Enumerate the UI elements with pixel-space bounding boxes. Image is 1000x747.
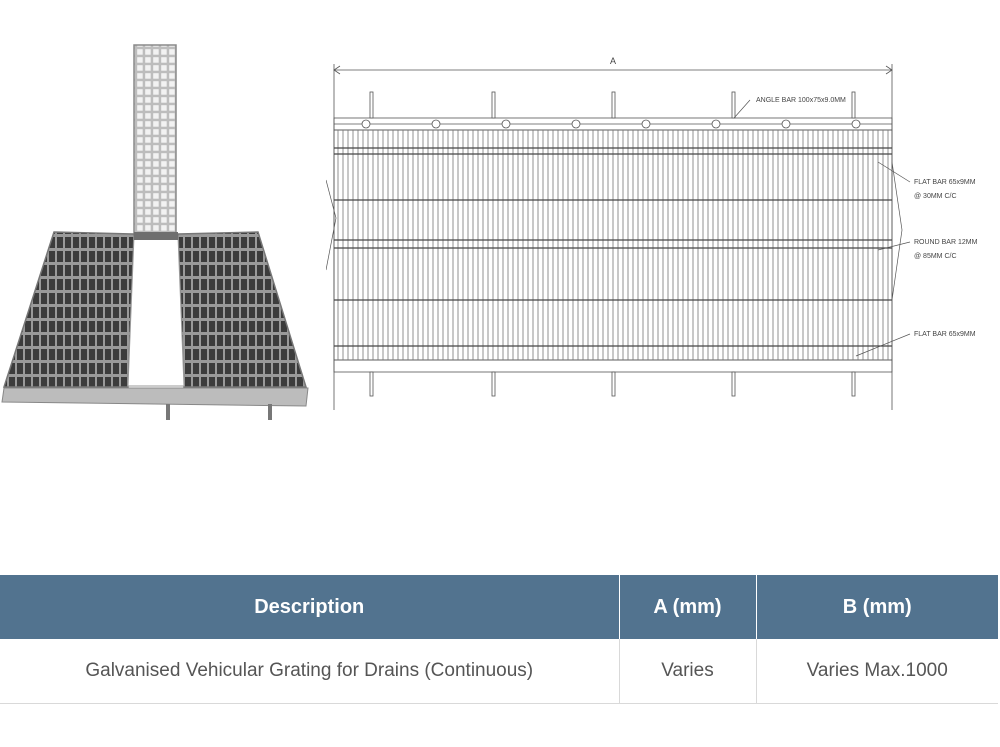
grating-product-illustration [1,44,309,420]
header-b-mm: B (mm) [756,575,998,639]
anchor-bolt [501,119,511,129]
anchor-bolt [781,119,791,129]
cell-description: Galvanised Vehicular Grating for Drains … [0,639,620,704]
table-row: Galvanised Vehicular Grating for Drains … [0,639,998,704]
anchor-leg-bottom [369,371,374,397]
anchor-leg-top [611,91,616,119]
anchor-bolt [851,119,861,129]
header-a-mm: A (mm) [619,575,757,639]
table-header-row: Description A (mm) B (mm) [0,575,998,639]
callout-flat-bar-bottom: FLAT BAR 65x9MM [914,331,976,338]
anchor-leg-bottom [611,371,616,397]
anchor-bolt [361,119,371,129]
anchor-leg-top [731,91,736,119]
anchor-bolt [641,119,651,129]
spec-table: Description A (mm) B (mm) Galvanised Veh… [0,575,998,704]
anchor-bolt [711,119,721,129]
grating-technical-drawing: A ANGLE BAR 100x75x9.0MM FLAT BAR 65x9MM… [326,56,978,410]
dimension-label: A [610,56,616,66]
callout-flat-bar-top-2: @ 30MM C/C [914,193,957,200]
anchor-leg-top [851,91,856,119]
callout-round-bar-2: @ 85MM C/C [914,253,957,260]
callout-flat-bar-top-1: FLAT BAR 65x9MM [914,179,976,186]
anchor-leg-top [491,91,496,119]
anchor-leg-bottom [731,371,736,397]
cell-b: Varies Max.1000 [756,639,998,704]
anchor-leg-bottom [491,371,496,397]
cell-a: Varies [619,639,757,704]
callout-round-bar-1: ROUND BAR 12MM [914,239,978,246]
anchor-leg-bottom [851,371,856,397]
anchor-leg-top [369,91,374,119]
anchor-bolt [431,119,441,129]
anchor-bolt [571,119,581,129]
callout-angle-bar: ANGLE BAR 100x75x9.0MM [756,97,846,104]
header-description: Description [0,575,620,639]
